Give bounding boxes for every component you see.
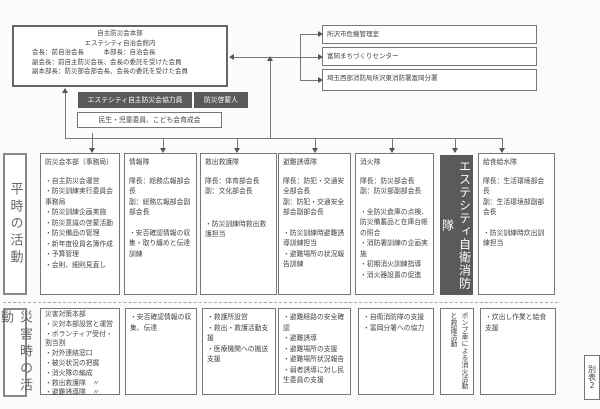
hq-location: エステシティ自治会館内 — [84, 38, 156, 47]
advisor-label: 防災啓蒙人 — [194, 92, 248, 108]
disaster-item: ・炊出し作業と給食支援 — [485, 313, 547, 332]
disaster-item: ・避難誘導隊 〃 — [45, 388, 100, 397]
column-rescue-team: 救出救護隊 隊長：体育部会長副：文化部会長 ・防災訓練時救出救護担当 — [200, 153, 277, 295]
activity-item: ・防災訓練企画実施 — [45, 208, 107, 216]
hq-title: 自主防災会本部 — [97, 29, 143, 37]
role: 隊長：防犯・交通安全部会長 — [283, 176, 345, 196]
column-title: 給食給水隊 — [483, 158, 517, 166]
disaster-item: ・安否確認情報の収集、伝達 — [130, 313, 192, 332]
disaster-evacuation-team: ・避難経路の安全確認・避難誘導・避難場所の支援・避難場所状況報告・弱者誘導に対し… — [278, 308, 351, 395]
column-hq-office: 防災会本部（事務局） ・自主防災会運営・防災訓練実行委員会事務局・防災訓練企画実… — [40, 153, 120, 295]
disaster-item: ・避難誘導 — [283, 334, 317, 342]
appendix-tab: 別表2 — [584, 355, 600, 400]
disaster-fire-team: ・自衛消防隊の支援・富岡分署への協力 — [358, 308, 434, 395]
external-box: 所沢市危機管理室 — [322, 25, 537, 44]
role: 隊長：生活環境部会長 — [483, 176, 545, 196]
column-self-defense-fire-brigade: エステシティ自衛消防隊 — [440, 155, 473, 295]
activity-item: ・防災訓練実行委員会事務局 — [45, 187, 113, 206]
disaster-item: ・対外連絡窓口 — [45, 349, 93, 358]
role: 副：文化部会長 — [205, 187, 253, 195]
disaster-food-water-team: ・炊出し作業と給食支援 — [480, 308, 556, 395]
welfare-label: 民生・児童委員、こども会育成会 — [77, 112, 222, 128]
disaster-activities-label: 災害時の活動 — [0, 308, 32, 397]
activity-item: ・防災訓練時炊出訓練担当 — [483, 228, 545, 248]
activity-item: ・初期消火訓練指導 — [360, 260, 422, 268]
disaster-item: ・避難場所の支援 — [283, 344, 338, 353]
activity-item: ・安否確認情報の収集・取り纏めと伝達訓練 — [129, 228, 191, 258]
role: 副：生活環境部副部会長 — [483, 197, 545, 217]
role: 隊長：防災部会長 — [360, 176, 415, 185]
disaster-item: ・自衛消防隊の支援 — [363, 313, 425, 321]
disaster-item: ・医療機関への搬送支援 — [207, 344, 269, 364]
activity-item: ・全防災倉庫の点検、防災備蓄品と在庫台帳の照合 — [360, 207, 428, 237]
role: 隊長：体育部会長 — [205, 176, 260, 185]
disaster-item: ・救出救護隊 〃 — [45, 378, 100, 387]
cooperators-label: エステシティ自主防災会協力員 — [78, 92, 192, 108]
hq-box: 自主防災会本部 エステシティ自治会館内 会長：前自治会長 本部長：自治会長 副会… — [12, 25, 228, 87]
role: 副：防災部副部会長 — [360, 187, 422, 195]
hq-line: 副会長：前自主防災会長、会長の委託を受けた会員 — [32, 57, 182, 66]
column-title: 消火隊 — [360, 158, 381, 166]
activity-item: ・自主防災会運営 — [45, 176, 100, 185]
column-title: 防災会本部（事務局） — [45, 158, 113, 166]
section-divider — [3, 302, 558, 303]
disaster-item: ・救護所設営 — [207, 313, 248, 321]
external-box: 富岡まちづくりセンター — [322, 47, 537, 66]
column-title: 救出救護隊 — [205, 158, 239, 166]
activity-item: ・避難場所の状況報告訓練 — [283, 249, 345, 269]
disaster-item: 災害対策本部 — [45, 310, 86, 318]
activity-item: ・防災訓練時救出救護担当 — [205, 219, 267, 239]
hq-line: 副本部長：防災部会部会長、会長の委託を受けた会員 — [32, 67, 188, 75]
activity-item: ・防災意識の啓蒙活動 — [45, 218, 113, 227]
column-food-water-team: 給食給水隊 隊長：生活環境部会長副：生活環境部副部会長 ・防災訓練時炊出訓練担当 — [478, 153, 555, 295]
disaster-self-defense-fire-brigade: ポンプ車による消火活動と救援活動 — [440, 308, 474, 395]
role: 副：総務広報部会副部会長 — [129, 197, 191, 217]
disaster-item: ・避難場所状況報告 — [283, 355, 345, 363]
column-fire-team: 消火隊 隊長：防災部会長副：防災部副部会長 ・全防災倉庫の点検、防災備蓄品と在庫… — [355, 153, 434, 295]
disaster-item: ・ボランティア受付・割当割 — [45, 329, 113, 348]
activity-item: ・防災備品の管理 — [45, 229, 100, 237]
activity-item: ・新年度役員名簿作成 — [45, 239, 113, 248]
role: 隊長：総務広報部会長 — [129, 176, 191, 196]
activity-item: ・予算管理 — [45, 250, 79, 258]
column-evacuation-team: 避難誘導隊 隊長：防犯・交通安全部会長副：防犯・交通安全部会副部会長 ・防災訓練… — [278, 153, 351, 295]
hq-line: 会長：前自治会長 本部長：自治会長 — [32, 48, 156, 56]
activity-item: ・会則、細則見直し — [45, 260, 107, 269]
role: 副：防犯・交通安全部会副部会長 — [283, 197, 345, 217]
disaster-item: ・消火隊の編成 — [45, 368, 93, 377]
activity-item: ・消火器設置の促進 — [360, 270, 422, 279]
disaster-item: ・救出・救護活動支援 — [207, 323, 269, 343]
activity-item: ・消防署訓練の企画実施 — [360, 239, 428, 258]
disaster-item: ・富岡分署への協力 — [363, 323, 425, 332]
column-info-team: 情報隊 隊長：総務広報部会長副：総務広報部会副部会長 ・安否確認情報の収集・取り… — [124, 153, 197, 295]
column-title: 避難誘導隊 — [283, 158, 317, 166]
normal-activities-label: 平時の活動 — [3, 153, 27, 295]
disaster-info-team: ・安否確認情報の収集、伝達 — [125, 308, 197, 395]
disaster-item: ・災対本部設営と運営 — [45, 319, 113, 328]
disaster-rescue-team: ・救護所設営・救出・救護活動支援・医療機関への搬送支援 — [202, 308, 276, 395]
disaster-item: ・弱者誘導に対し民生委員の支援 — [283, 365, 345, 385]
activity-item: ・防災訓練時避難誘導訓練担当 — [283, 228, 345, 248]
external-box: 埼玉西部消防局所沢東消防署富岡分署 — [322, 69, 537, 91]
column-title: 情報隊 — [129, 158, 150, 166]
disaster-hq-office: 災害対策本部・災対本部設営と運営・ボランティア受付・割当割・対外連絡窓口・被災状… — [40, 308, 120, 397]
disaster-item: ・被災状況の把握 — [45, 358, 100, 367]
disaster-item: ・避難経路の安全確認 — [283, 313, 345, 332]
